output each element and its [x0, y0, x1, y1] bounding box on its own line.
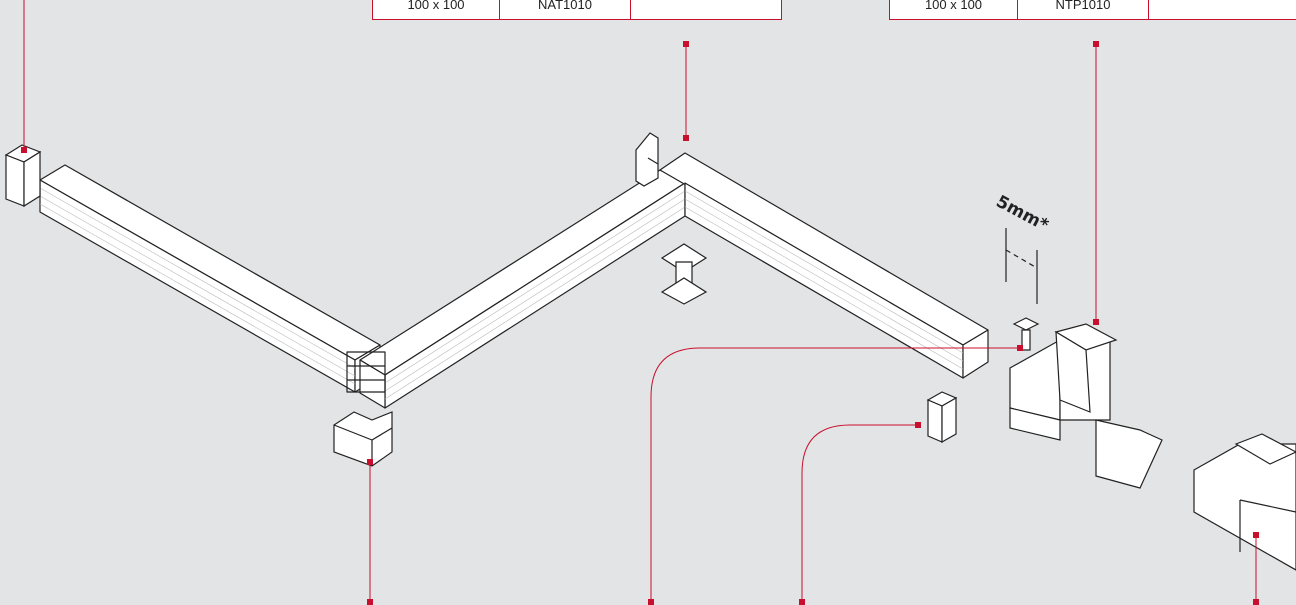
callout-dots: [21, 41, 1259, 605]
internal-joint: [660, 243, 708, 305]
table-cell-size: 100 x 100: [373, 0, 500, 19]
trunking-segment-left: [39, 164, 381, 393]
external-angle: [333, 411, 393, 467]
tee-clip: [1012, 317, 1040, 351]
table-cell-code: NAT1010: [500, 0, 631, 19]
dimension-label: 5mm*: [993, 192, 1052, 236]
spec-table-right: 100 x 100 NTP1010: [889, 0, 1296, 20]
spec-table-left: 100 x 100 NAT1010: [372, 0, 782, 20]
trunking-segment-middle: [346, 169, 686, 409]
tee-piece-partial: [1193, 433, 1296, 571]
dimension-marker: [1005, 228, 1038, 304]
support-bracket: [635, 132, 659, 187]
end-cap-left: [4, 144, 42, 208]
table-cell-code: NTP1010: [1018, 0, 1149, 19]
table-cell-size: 100 x 100: [890, 0, 1018, 19]
end-cap-small: [926, 391, 958, 444]
tee-piece: [1009, 323, 1163, 489]
callout-lines: [23, 0, 1257, 605]
trunking-segment-right: [659, 152, 989, 379]
